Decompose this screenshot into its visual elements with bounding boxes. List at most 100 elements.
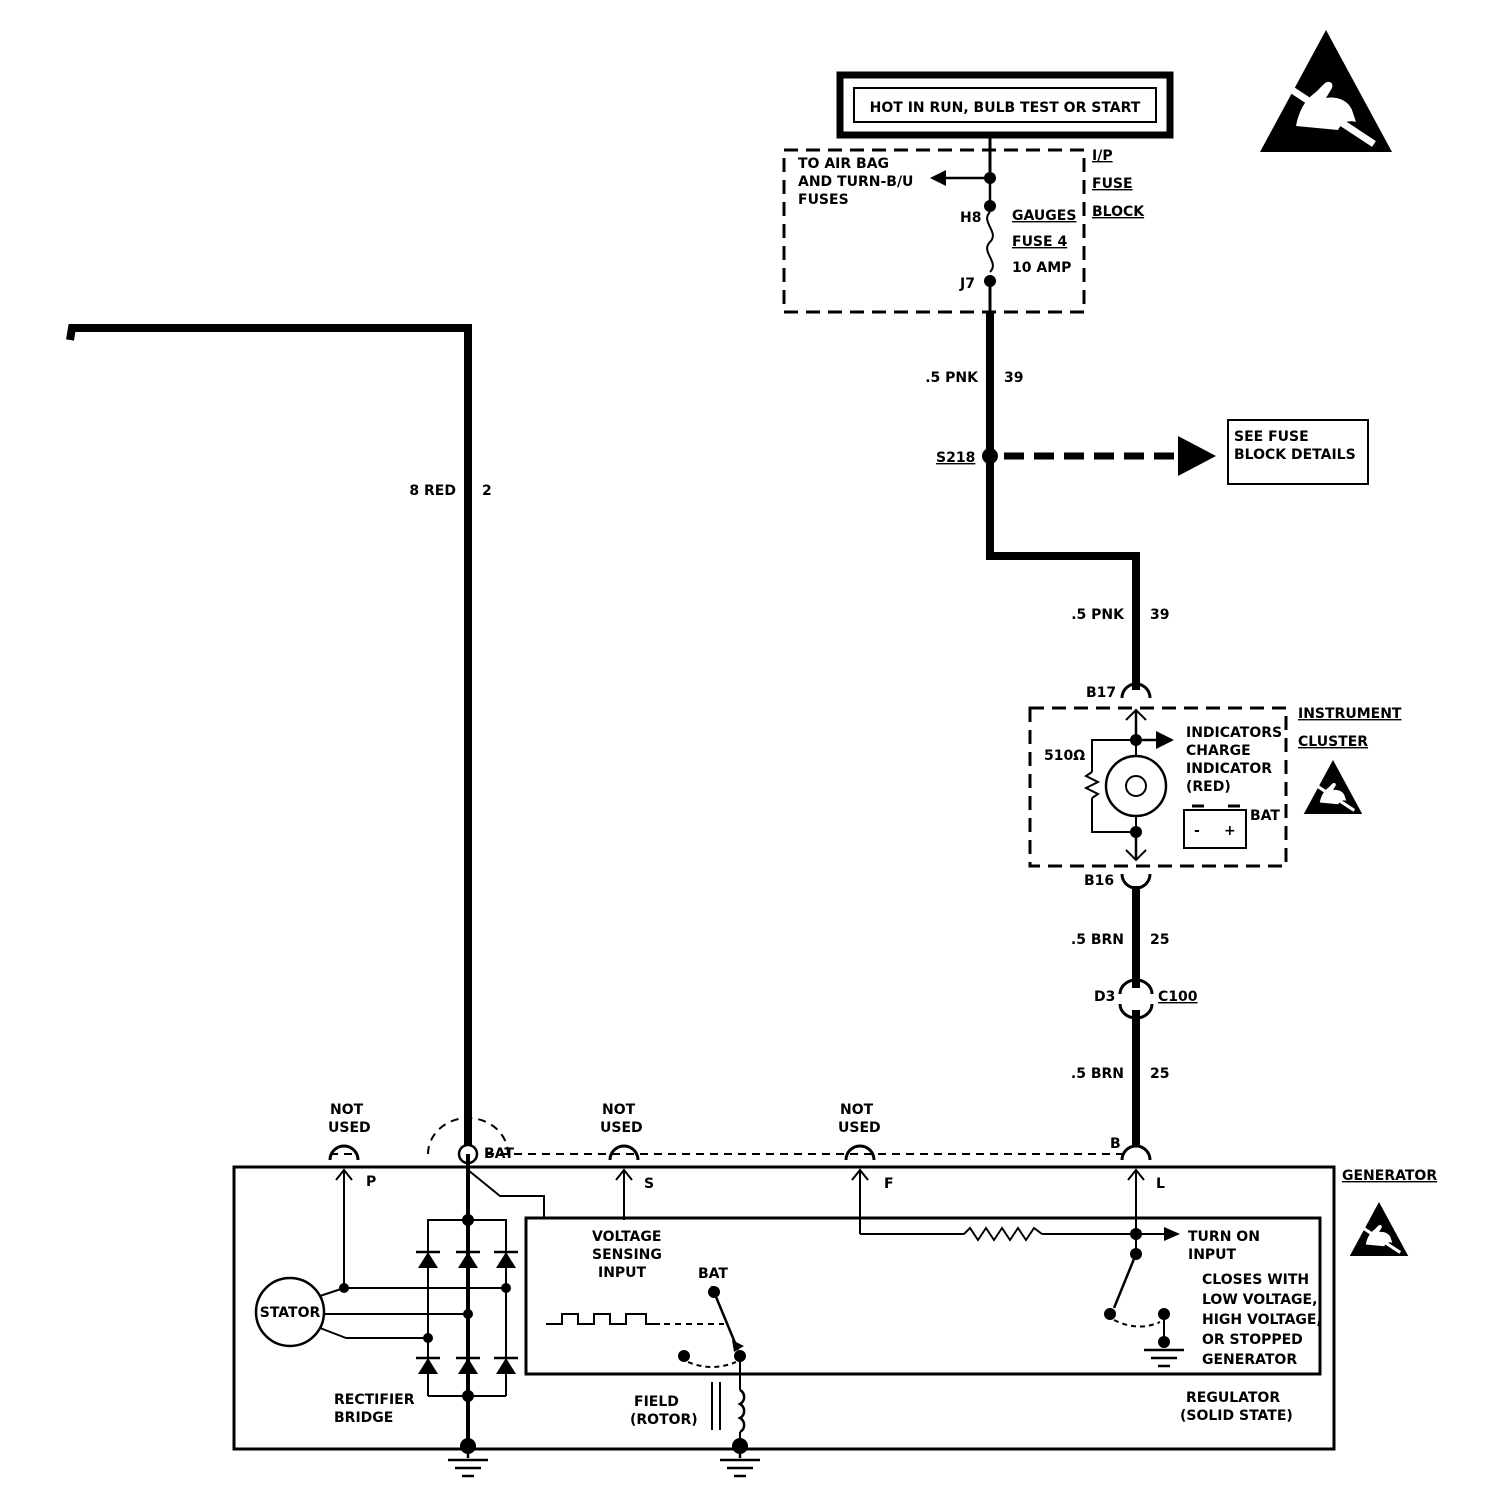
wire-circuit: 2 [482, 483, 492, 499]
arrow-right-icon [1164, 1227, 1180, 1241]
wire-label: .5 BRN [1071, 1066, 1124, 1082]
wire-label: .5 BRN [1071, 932, 1124, 948]
battery-label: BAT [1250, 808, 1280, 824]
fuse-block-label: BLOCK [1092, 204, 1145, 220]
battery-plus: + [1224, 823, 1236, 839]
regulator: VOLTAGE SENSING INPUT BAT FIELD [524, 1216, 1322, 1478]
resistor-icon [1083, 771, 1101, 799]
terminal-b16: B16 [1084, 873, 1114, 889]
wire-label: .5 PNK [925, 370, 979, 386]
fuse-block-label: I/P [1092, 148, 1113, 164]
connector-pin: D3 [1094, 989, 1115, 1005]
not-used-label: USED [600, 1120, 643, 1136]
term-f-label: F [884, 1176, 894, 1192]
esd-warning-icon [1260, 30, 1392, 152]
indicator-label: CHARGE [1186, 743, 1251, 759]
rectifier-label: BRIDGE [334, 1410, 393, 1426]
fuse-block: I/P FUSE BLOCK TO AIR BAG AND TURN-B/U F… [782, 138, 1145, 314]
airbag-fuses-label: FUSES [798, 192, 849, 208]
turn-on-label: INPUT [1188, 1247, 1237, 1263]
closes-label: CLOSES WITH [1202, 1272, 1309, 1288]
ground-icon [720, 1458, 760, 1478]
esd-warning-icon [1348, 1200, 1410, 1258]
connector-b17 [1120, 682, 1152, 699]
see-details-box [1227, 419, 1369, 485]
generator: BAT B NOT USED NOT USED NOT USED GENERAT… [232, 1102, 1437, 1478]
rectifier-bridge: RECTIFIER BRIDGE [334, 1154, 545, 1478]
splice-label: S218 [936, 450, 975, 466]
power-source-box: HOT IN RUN, BULB TEST OR START [836, 71, 1174, 139]
wire-brn-25: .5 BRN 25 D3 C100 .5 BRN 25 [1071, 886, 1198, 1146]
not-used-label: NOT [602, 1102, 636, 1118]
bat-terminal-label: BAT [484, 1146, 514, 1162]
rectifier-label: RECTIFIER [334, 1392, 415, 1408]
resistor-icon [963, 1226, 1043, 1242]
voltage-sensing-label: VOLTAGE [592, 1229, 661, 1245]
not-used-label: USED [838, 1120, 881, 1136]
connector-b16 [1120, 873, 1152, 890]
cluster-label: CLUSTER [1298, 734, 1368, 750]
diode-icon [418, 1252, 438, 1268]
terminal-s [608, 1144, 640, 1161]
not-used-label: NOT [840, 1102, 874, 1118]
airbag-fuses-label: TO AIR BAG [798, 156, 889, 172]
generator-housing [232, 1165, 1336, 1451]
closes-label: LOW VOLTAGE, [1202, 1292, 1317, 1308]
indicator-label: INDICATOR [1186, 761, 1272, 777]
closes-label: GENERATOR [1202, 1352, 1297, 1368]
terminal-h8: H8 [960, 210, 981, 226]
wire-circuit: 25 [1150, 1066, 1169, 1082]
term-l-label: L [1156, 1176, 1165, 1192]
terminal-f [844, 1144, 876, 1161]
term-p-label: P [366, 1174, 376, 1190]
fuse-block-label: FUSE [1092, 176, 1133, 192]
instrument-cluster: B17 510Ω INDICATORS CHARGE INDICATOR (RE… [1028, 682, 1402, 890]
cluster-label: INSTRUMENT [1298, 706, 1402, 722]
wire-circuit: 39 [1004, 370, 1023, 386]
wire-circuit: 25 [1150, 932, 1169, 948]
fuse-label: GAUGES [1012, 208, 1076, 224]
airbag-fuses-label: AND TURN-B/U [798, 174, 913, 190]
stator-label: STATOR [260, 1305, 321, 1321]
regulator-label: (SOLID STATE) [1180, 1408, 1293, 1424]
voltage-sensing-label: INPUT [598, 1265, 647, 1281]
fuse-label: 10 AMP [1012, 260, 1071, 276]
wire-pnk-39: .5 PNK 39 S218 SEE FUSE BLOCK DETAILS .5… [925, 312, 1369, 690]
fuse-label: FUSE 4 [1012, 234, 1067, 250]
wire-red-2: 8 RED 2 [66, 324, 492, 1146]
terminal-p [328, 1144, 360, 1161]
terminal-b [1120, 1144, 1152, 1161]
field-coil-icon [737, 1388, 746, 1434]
stator-icon [254, 1276, 326, 1348]
power-source-label: HOT IN RUN, BULB TEST OR START [870, 100, 1141, 116]
closes-label: OR STOPPED [1202, 1332, 1303, 1348]
diode-icon [458, 1358, 478, 1374]
resistor-value: 510Ω [1044, 748, 1085, 764]
diode-icon [496, 1358, 516, 1374]
arrow-right-icon [1156, 731, 1174, 749]
esd-warning-icon [1302, 758, 1364, 816]
terminal-j7: J7 [959, 276, 975, 292]
indicator-bulb-icon [1104, 754, 1168, 818]
voltage-sensing-label: SENSING [592, 1247, 662, 1263]
term-s-label: S [644, 1176, 654, 1192]
indicator-label: INDICATORS [1186, 725, 1282, 741]
not-used-label: USED [328, 1120, 371, 1136]
turn-on-label: TURN ON [1188, 1229, 1260, 1245]
fuse-icon [986, 211, 994, 273]
ground-icon [1144, 1348, 1184, 1368]
terminal-b17: B17 [1086, 685, 1116, 701]
diode-icon [418, 1358, 438, 1374]
diode-icon [496, 1252, 516, 1268]
ground-icon [448, 1458, 488, 1478]
see-details-label: BLOCK DETAILS [1234, 447, 1356, 463]
wire-label: 8 RED [409, 483, 456, 499]
bat-switch-label: BAT [698, 1266, 728, 1282]
closes-label: HIGH VOLTAGE, [1202, 1312, 1322, 1328]
not-used-label: NOT [330, 1102, 364, 1118]
battery-icon [1183, 809, 1247, 849]
generator-label: GENERATOR [1342, 1168, 1437, 1184]
indicator-label: (RED) [1186, 779, 1231, 795]
battery-minus: - [1194, 823, 1200, 839]
